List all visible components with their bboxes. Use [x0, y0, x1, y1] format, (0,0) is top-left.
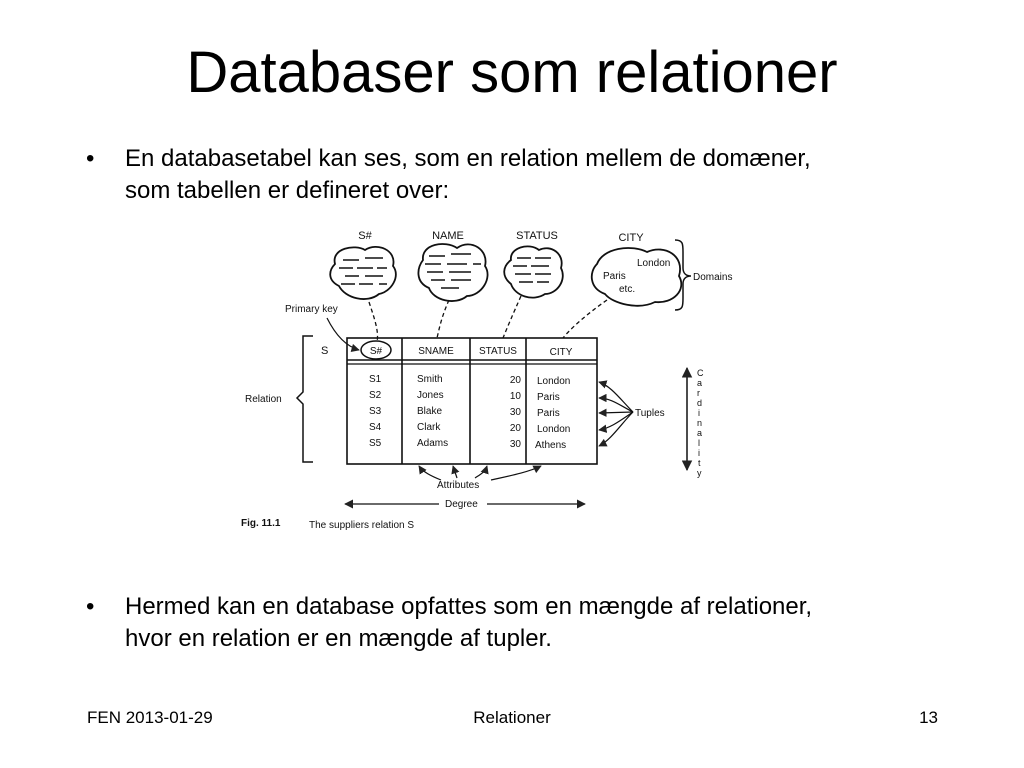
cardinality-letter: i — [698, 448, 700, 458]
domain-link-name — [436, 299, 450, 339]
table-cell: S5 — [369, 438, 382, 449]
cardinality-letter: l — [698, 438, 700, 448]
domain-blob-city — [590, 247, 683, 307]
city-value-london: London — [637, 258, 670, 269]
slide-number: 13 — [919, 708, 938, 727]
relation-name: S — [321, 345, 328, 357]
table-cell: Clark — [417, 422, 441, 433]
cardinality-letter: n — [697, 418, 702, 428]
table-cell: 30 — [510, 439, 522, 450]
table-header-snum: S# — [370, 346, 383, 357]
attributes-label: Attributes — [437, 480, 479, 491]
bullet-item: • Hermed kan en database opfattes som en… — [86, 591, 846, 655]
domain-label-snum: S# — [358, 230, 372, 242]
cardinality-letter: C — [697, 368, 704, 378]
domain-hatch-name — [425, 253, 481, 289]
figure-caption-text: The suppliers relation S — [309, 520, 414, 531]
domain-label-name: NAME — [432, 230, 464, 242]
table-cell: 20 — [510, 375, 522, 386]
table-cell: 20 — [510, 423, 522, 434]
table-cell: Smith — [417, 374, 443, 385]
bullet-marker: • — [86, 145, 95, 172]
table-cell: Adams — [417, 438, 448, 449]
degree-label: Degree — [445, 499, 478, 510]
bullet-item: • En databasetabel kan ses, som en relat… — [86, 143, 846, 207]
domain-hatch-status — [513, 257, 551, 283]
cardinality-letter: d — [697, 398, 702, 408]
domain-blob-name — [417, 243, 489, 302]
table-cell: Paris — [537, 392, 560, 403]
primary-key-circle — [360, 340, 392, 360]
city-value-etc: etc. — [619, 284, 635, 295]
figure-caption-number: Fig. 11.1 — [241, 518, 281, 529]
table-header-sname: SNAME — [418, 346, 454, 357]
cardinality-letter: r — [697, 388, 700, 398]
domain-label-status: STATUS — [516, 230, 558, 242]
table-cell: London — [537, 424, 570, 435]
cardinality-letter: i — [698, 408, 700, 418]
table-cell: 10 — [510, 391, 522, 402]
domains-label: Domains — [693, 272, 732, 283]
table-header-city: CITY — [550, 347, 573, 358]
bullet-marker: • — [86, 593, 95, 620]
footer-date: FEN 2013-01-29 — [87, 708, 213, 727]
tuple-arrows — [598, 380, 634, 447]
table-cell: S1 — [369, 374, 382, 385]
table-cell: S4 — [369, 422, 382, 433]
cardinality-letter: a — [697, 428, 702, 438]
table-header-status: STATUS — [479, 346, 517, 357]
table-cell: Jones — [417, 390, 444, 401]
cardinality-letter: t — [698, 458, 701, 468]
primary-key-label: Primary key — [285, 304, 338, 315]
tuples-label: Tuples — [635, 408, 665, 419]
relation-table — [346, 337, 598, 465]
cardinality-label: C a r d i n a l i t y — [697, 368, 704, 478]
table-cell: Athens — [535, 440, 566, 451]
domain-link-snum — [368, 301, 379, 343]
slide-title: Databaser som relationer — [186, 40, 838, 105]
table-cell: London — [537, 376, 570, 387]
cardinality-letter: y — [697, 468, 702, 478]
domains-brace — [674, 239, 692, 311]
table-cell: Blake — [417, 406, 442, 417]
domain-label-city: CITY — [618, 232, 644, 244]
domain-hatch-snum — [339, 257, 387, 285]
domain-link-status — [502, 295, 522, 339]
table-cell: Paris — [537, 408, 560, 419]
relation-brace — [295, 335, 313, 463]
table-cell: S2 — [369, 390, 382, 401]
bullet-text: Hermed kan en database opfattes som en m… — [125, 593, 813, 652]
cardinality-letter: a — [697, 378, 702, 388]
bullet-text: En databasetabel kan ses, som en relatio… — [125, 145, 811, 204]
relation-figure: S# NAME STATUS CITY London Paris etc. Do… — [241, 230, 732, 531]
table-cell: S3 — [369, 406, 382, 417]
domain-blob-status — [503, 245, 564, 299]
relation-label: Relation — [245, 394, 282, 405]
footer-title: Relationer — [473, 708, 551, 727]
attribute-arrows — [418, 465, 542, 481]
city-value-paris: Paris — [603, 271, 626, 282]
domain-blob-snum — [329, 245, 397, 300]
domain-link-city — [562, 299, 608, 339]
table-cell: 30 — [510, 407, 522, 418]
primary-key-arrow — [326, 317, 360, 352]
